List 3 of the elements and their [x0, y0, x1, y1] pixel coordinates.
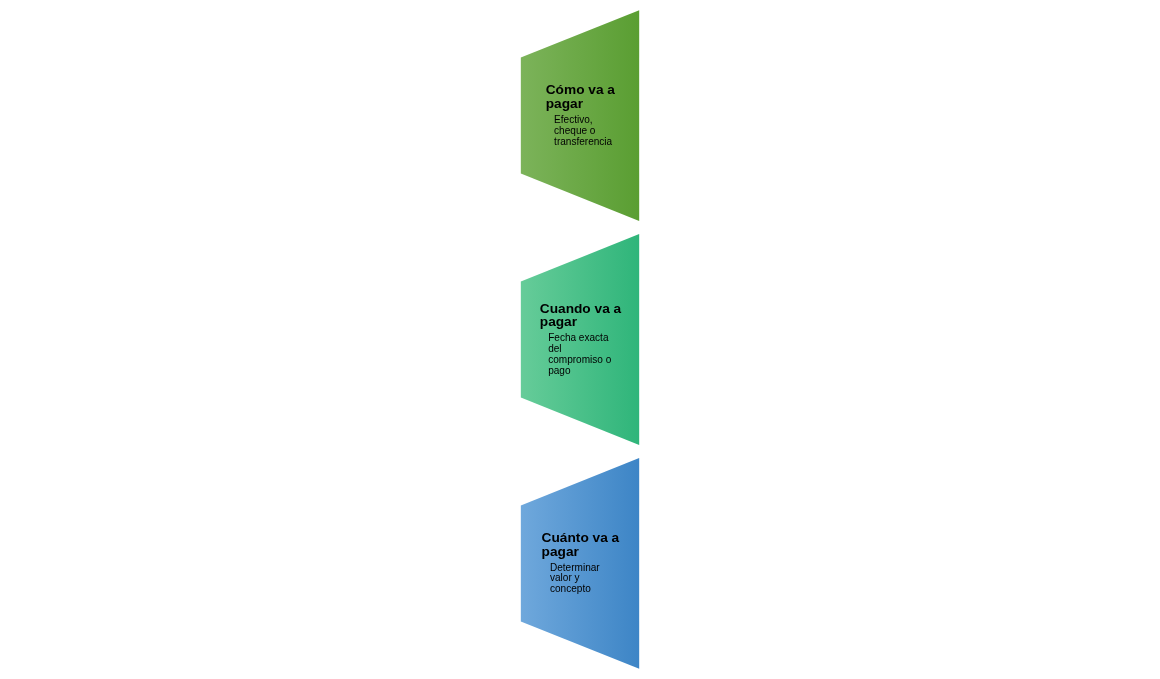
- node-box: Cuánto va a pagar Determinar valor y concepto: [520, 458, 640, 669]
- node-box: Cómo va a pagar Efectivo, cheque o transferencia: [520, 10, 640, 221]
- node-box: Cuando va a pagar Fecha exacta del compromiso o pago: [520, 234, 640, 445]
